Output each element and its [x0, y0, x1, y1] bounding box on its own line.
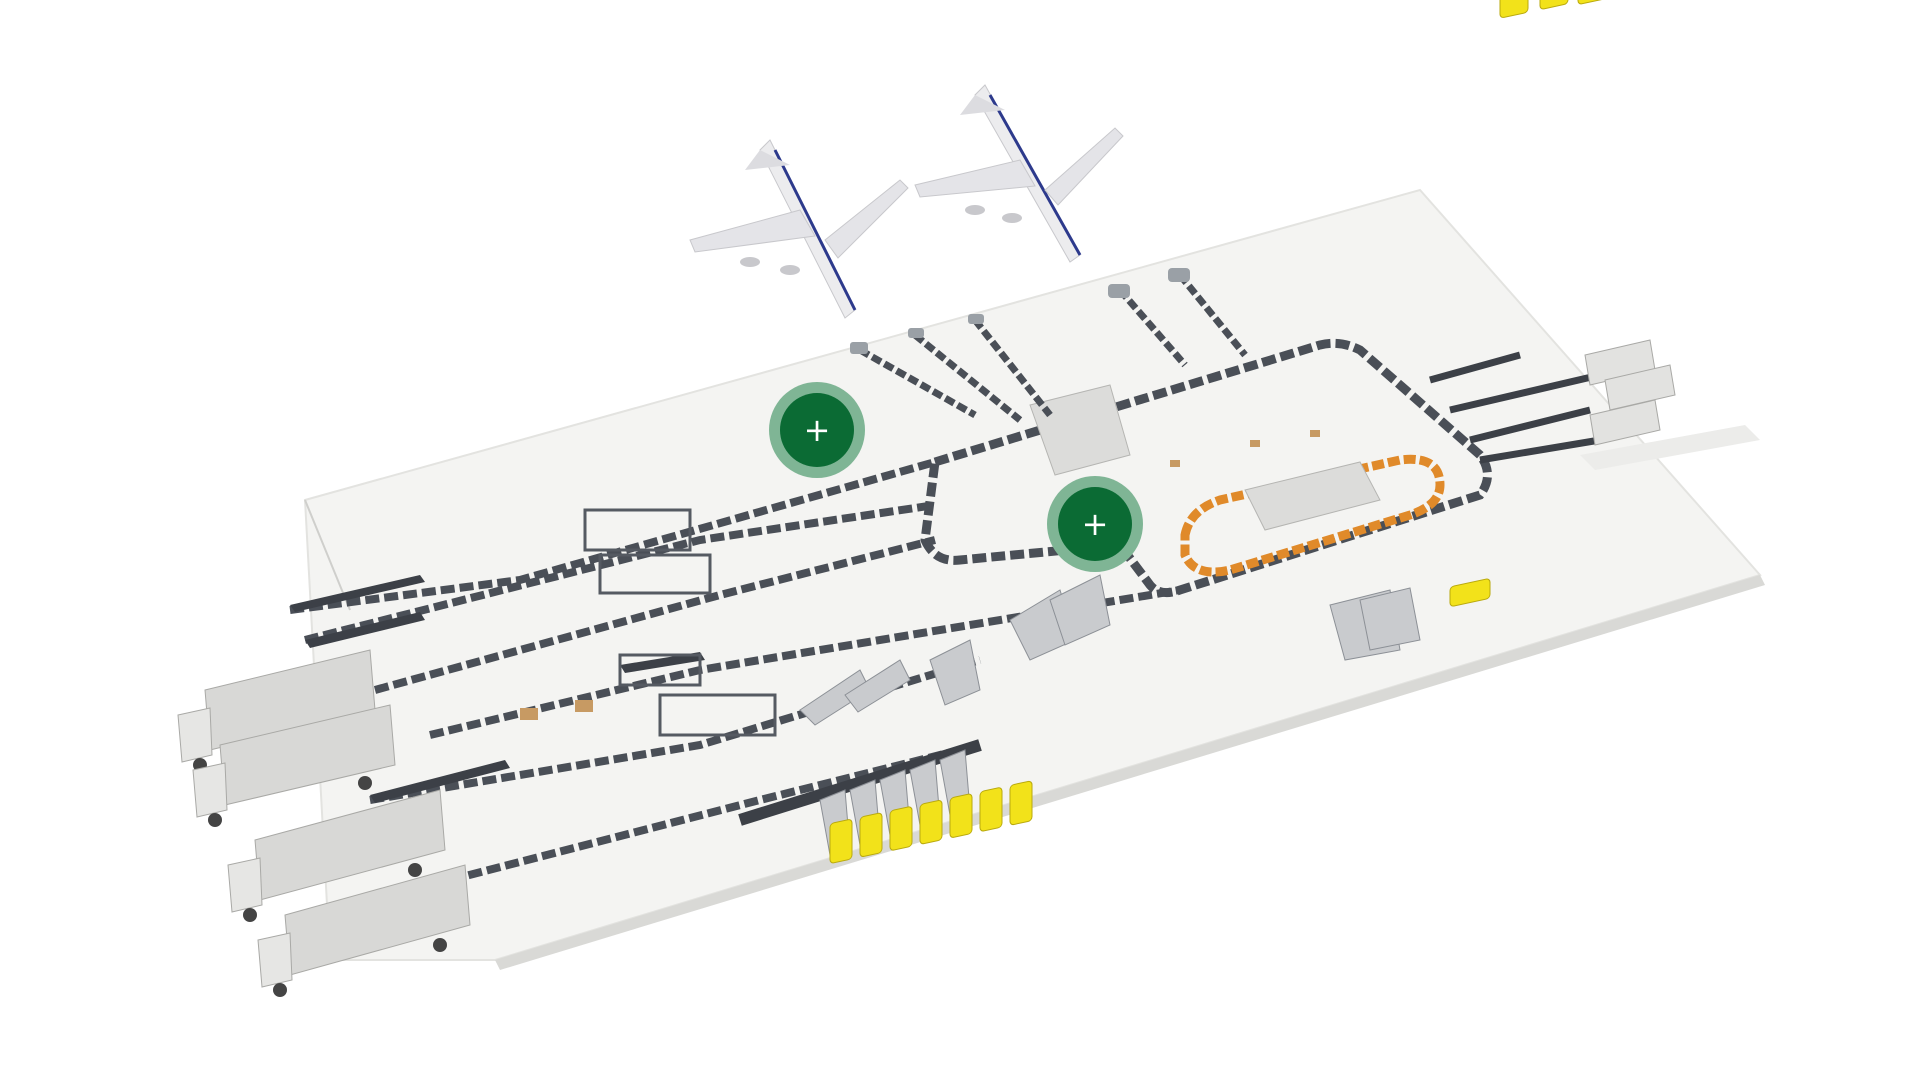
- right-sorter-chutes: [1329, 587, 1421, 661]
- hotspot-core: +: [780, 393, 854, 467]
- floor-edge: [495, 575, 1765, 970]
- plus-icon: +: [803, 411, 831, 449]
- conveyor-orange-loop: [1180, 454, 1445, 577]
- conveyor-right-lanes: [1429, 351, 1601, 464]
- airplane-right: [914, 84, 1124, 263]
- hotspot-core: +: [1058, 487, 1132, 561]
- infeed-arms: [858, 272, 1248, 423]
- floor-right-dock: [1580, 425, 1760, 470]
- trucks-right: [1584, 339, 1676, 446]
- chute-clusters: [799, 574, 1111, 726]
- trucks-left: [177, 649, 471, 997]
- sorter-block-top: [1029, 384, 1131, 476]
- floor-line-left: [304, 499, 351, 611]
- hotspot-plus-button-1[interactable]: +: [769, 382, 865, 478]
- vans-yellow: [829, 0, 1607, 864]
- infeed-heads: [850, 268, 1190, 354]
- hotspot-plus-button-2[interactable]: +: [1047, 476, 1143, 572]
- airplane-left: [689, 139, 909, 319]
- plus-icon: +: [1081, 505, 1109, 543]
- sorter-block: [1244, 461, 1381, 531]
- gantries: [583, 508, 777, 737]
- conveyor-bottom-sorter: [738, 739, 982, 826]
- conveyor-ramps: [290, 575, 705, 803]
